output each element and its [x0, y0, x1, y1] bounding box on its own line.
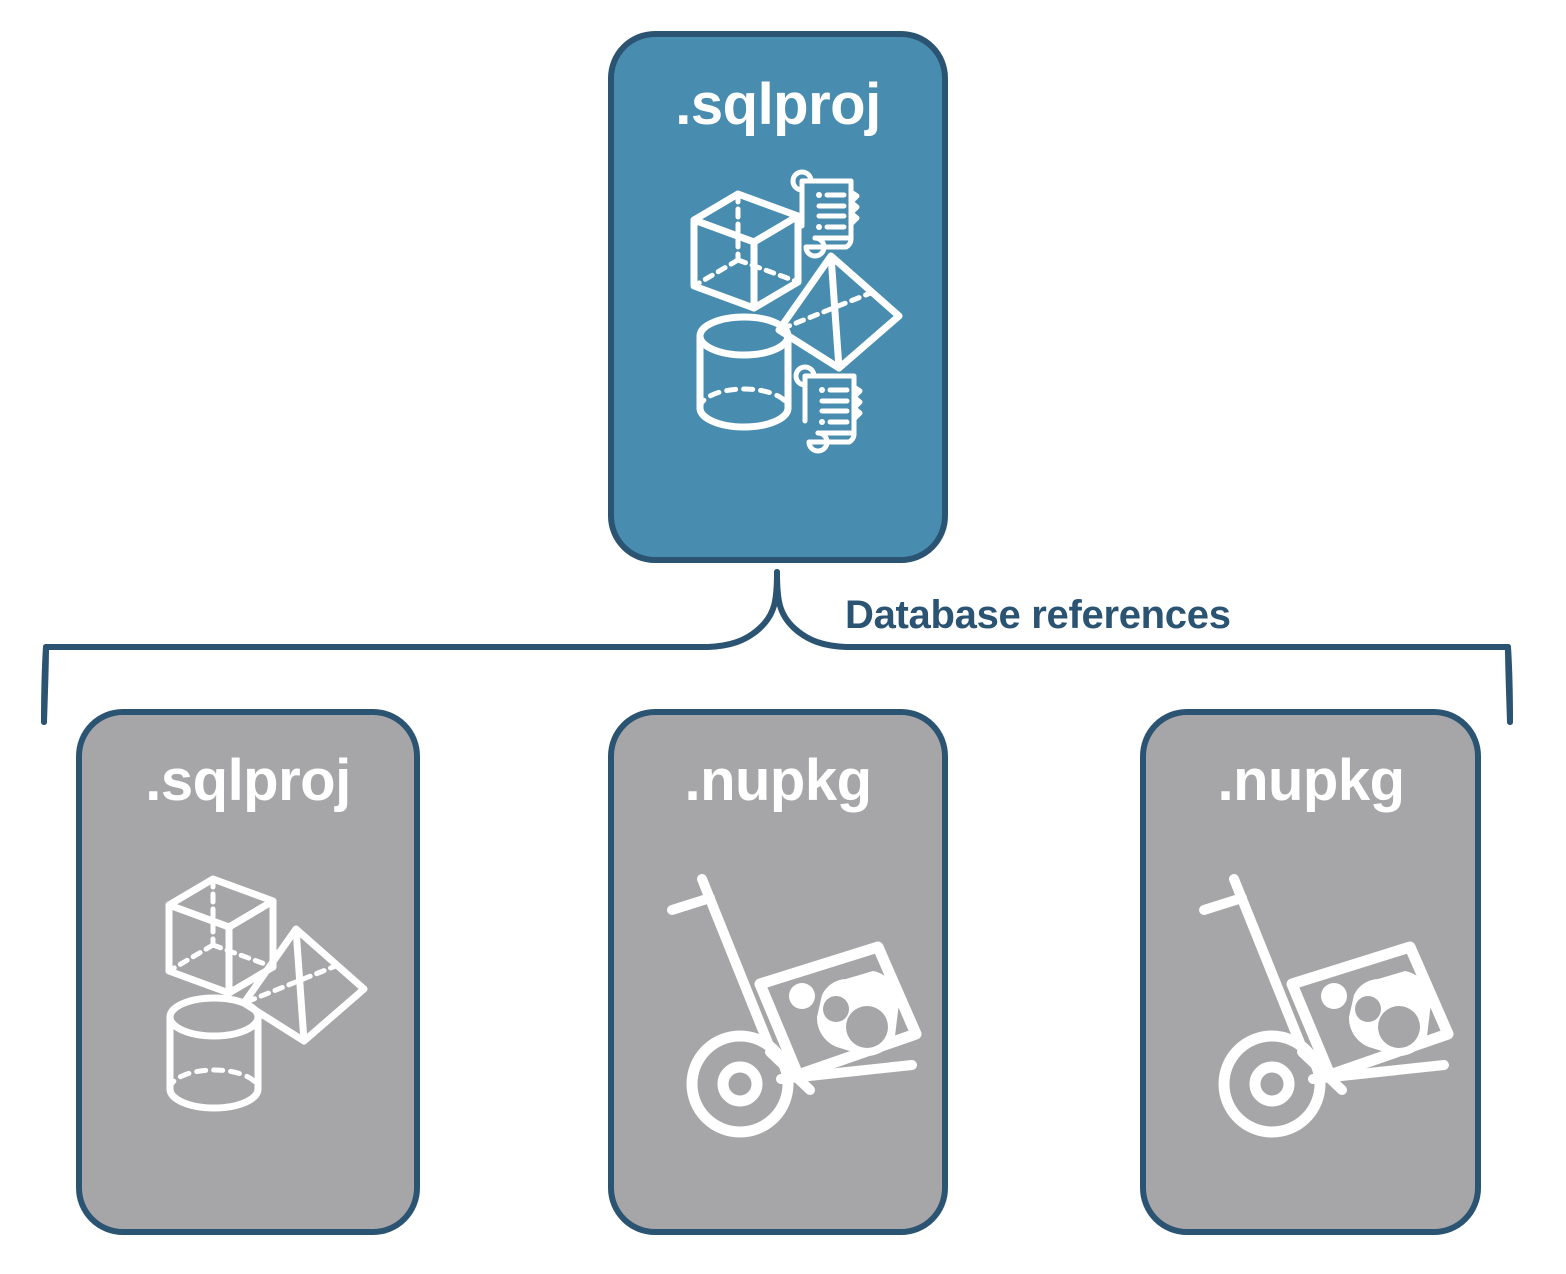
database-references-brace: Database references [41, 569, 1513, 725]
root-node-sqlproj[interactable]: .sqlproj [608, 31, 948, 563]
root-node-label: .sqlproj [675, 72, 880, 137]
child-node-label: .nupkg [684, 748, 871, 813]
child-node-nupkg[interactable]: .nupkg [1140, 709, 1481, 1235]
brace-right-tail [1505, 644, 1513, 725]
brace-label: Database references [845, 593, 1231, 637]
brace-left-tail [41, 644, 49, 725]
child-node-label: .nupkg [1217, 748, 1404, 813]
brace-left-arm [43, 569, 780, 650]
child-node-sqlproj[interactable]: .sqlproj [76, 709, 420, 1235]
brace-right-arm [774, 569, 1511, 650]
child-node-nupkg[interactable]: .nupkg [608, 709, 948, 1235]
child-node-card[interactable] [76, 709, 420, 1235]
child-node-label: .sqlproj [145, 748, 350, 813]
